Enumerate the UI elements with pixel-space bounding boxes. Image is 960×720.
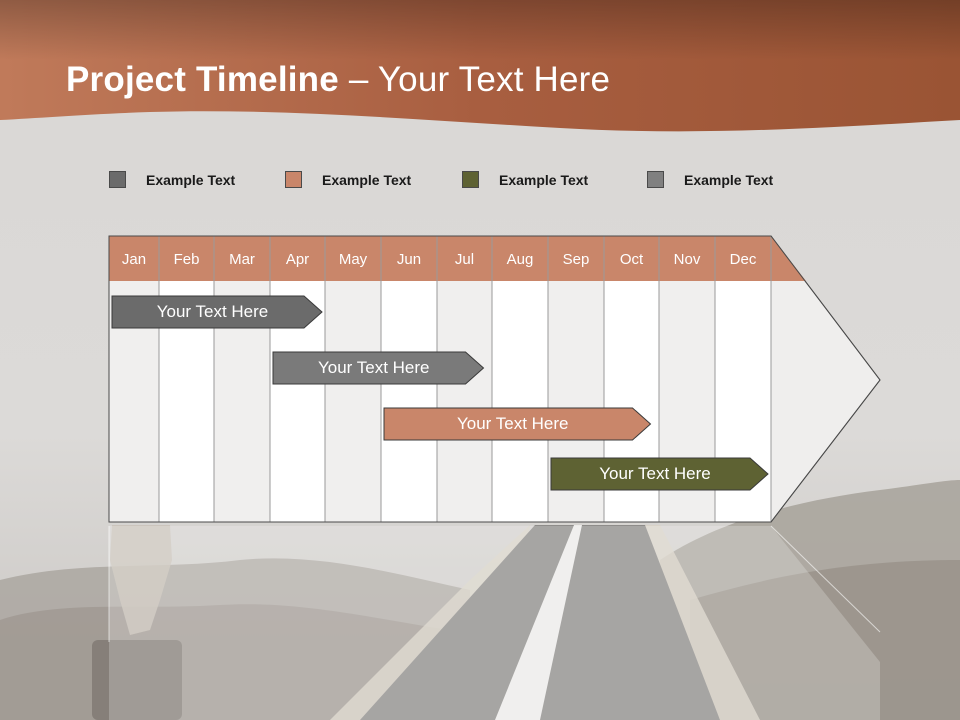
legend-swatch-1 [109, 171, 126, 188]
reflection-edge-right [770, 525, 881, 633]
task-bar-2 [272, 351, 485, 385]
legend-swatch-4 [647, 171, 664, 188]
task-bar-3 [383, 407, 652, 441]
legend-label-4: Example Text [684, 172, 774, 188]
title-rest: – Your Text Here [338, 60, 611, 99]
month-label-may: May [339, 251, 368, 268]
legend-swatch-2 [285, 171, 302, 188]
task-bar-label-1: Your Text Here [156, 302, 269, 321]
legend-label-2: Example Text [322, 172, 412, 188]
month-column-aug [492, 281, 548, 522]
month-label-jun: Jun [397, 251, 421, 268]
month-label-dec: Dec [730, 251, 757, 268]
month-label-feb: Feb [174, 251, 200, 268]
month-label-mar: Mar [229, 251, 255, 268]
task-bar-label-2: Your Text Here [317, 358, 430, 377]
page-title: Project Timeline – Your Text Here [66, 60, 610, 100]
legend-label-3: Example Text [499, 172, 589, 188]
month-label-aug: Aug [507, 251, 534, 268]
month-label-oct: Oct [620, 251, 644, 268]
month-column-jul [437, 281, 492, 522]
title-bold: Project Timeline [66, 60, 339, 99]
legend-label-1: Example Text [146, 172, 236, 188]
timeline-arrow-outline [108, 235, 881, 523]
timeline-reflection [109, 526, 880, 720]
task-bar-label-4: Your Text Here [599, 464, 711, 483]
task-bar-4 [550, 457, 769, 491]
task-bar-label-3: Your Text Here [456, 414, 569, 433]
legend-swatch-3 [462, 171, 479, 188]
month-label-jul: Jul [455, 251, 474, 268]
month-label-jan: Jan [122, 251, 146, 268]
month-label-sep: Sep [563, 251, 590, 268]
task-bar-1 [111, 295, 323, 329]
month-column-jun [381, 281, 437, 522]
month-header-band [109, 236, 806, 281]
month-column-may [325, 281, 381, 522]
month-label-apr: Apr [286, 251, 309, 268]
month-label-nov: Nov [674, 251, 701, 268]
